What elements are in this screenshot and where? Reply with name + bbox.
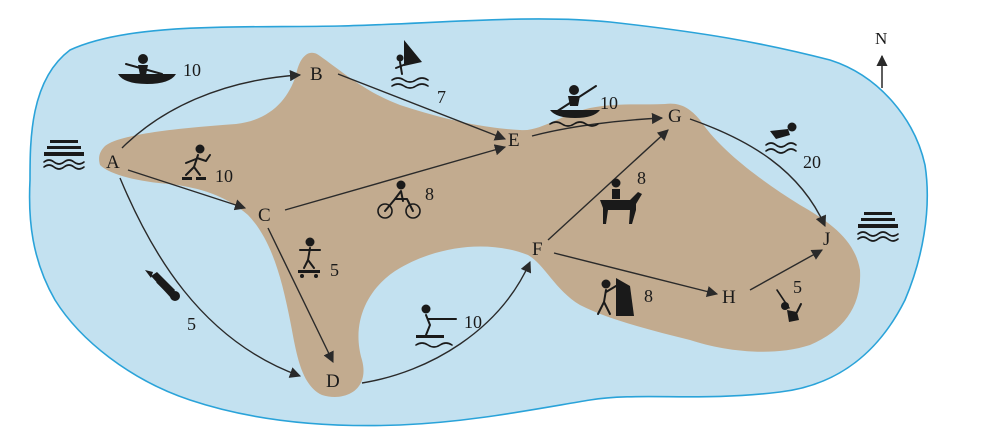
edge-f-g [547,129,669,241]
edges [119,70,826,384]
edge-f-h [553,252,719,297]
node-j: J [823,229,830,250]
north-label: N [875,29,887,48]
edge-h-j [749,249,823,291]
weight-a-c: 10 [215,166,233,186]
skateboarding-icon [298,237,321,278]
node-f: F [532,239,543,260]
windsurfing-icon [391,40,429,89]
edge-a-c [127,169,247,211]
node-b: B [310,64,323,85]
north-arrow: N [875,29,888,88]
weight-g-j: 20 [803,152,821,172]
rock-climbing-icon [597,278,634,316]
cycling-icon [377,180,421,219]
swimming-icon [765,122,797,154]
scuba-diving-icon [145,270,180,301]
edge-e-g [531,112,664,137]
inline-skating-icon [182,144,211,180]
island-land [99,52,861,397]
node-g: G [668,106,682,127]
nodes: A B C D E F G H J [106,64,830,392]
node-d: D [326,371,340,392]
edge-weights: 10 10 5 7 8 5 10 10 8 8 20 5 [183,60,821,334]
weight-f-g: 8 [637,168,646,188]
edge-c-d [267,227,334,364]
edge-a-b [121,70,302,149]
edge-g-j [689,118,826,228]
canoeing-icon [118,54,176,84]
weight-a-d: 5 [187,314,196,334]
weight-h-j: 5 [793,277,802,297]
horse-riding-icon [600,178,642,224]
water-skiing-icon [415,304,457,348]
weight-d-f: 10 [464,312,482,332]
edge-c-e [284,144,507,211]
weight-c-d: 5 [330,260,339,280]
weight-f-h: 8 [644,286,653,306]
edge-d-f [361,260,532,384]
edge-b-e [337,73,507,141]
node-a: A [106,152,120,173]
ferry-icon [43,140,85,170]
node-e: E [508,130,520,151]
edge-a-d [119,177,302,378]
weight-c-e: 8 [425,184,434,204]
abseiling-icon [776,289,802,322]
node-c: C [258,205,271,226]
weight-b-e: 7 [437,87,446,107]
weight-a-b: 10 [183,60,201,80]
kayaking-icon [549,85,600,127]
weight-e-g: 10 [600,93,618,113]
ferry-icon [857,212,899,242]
node-h: H [722,287,736,308]
